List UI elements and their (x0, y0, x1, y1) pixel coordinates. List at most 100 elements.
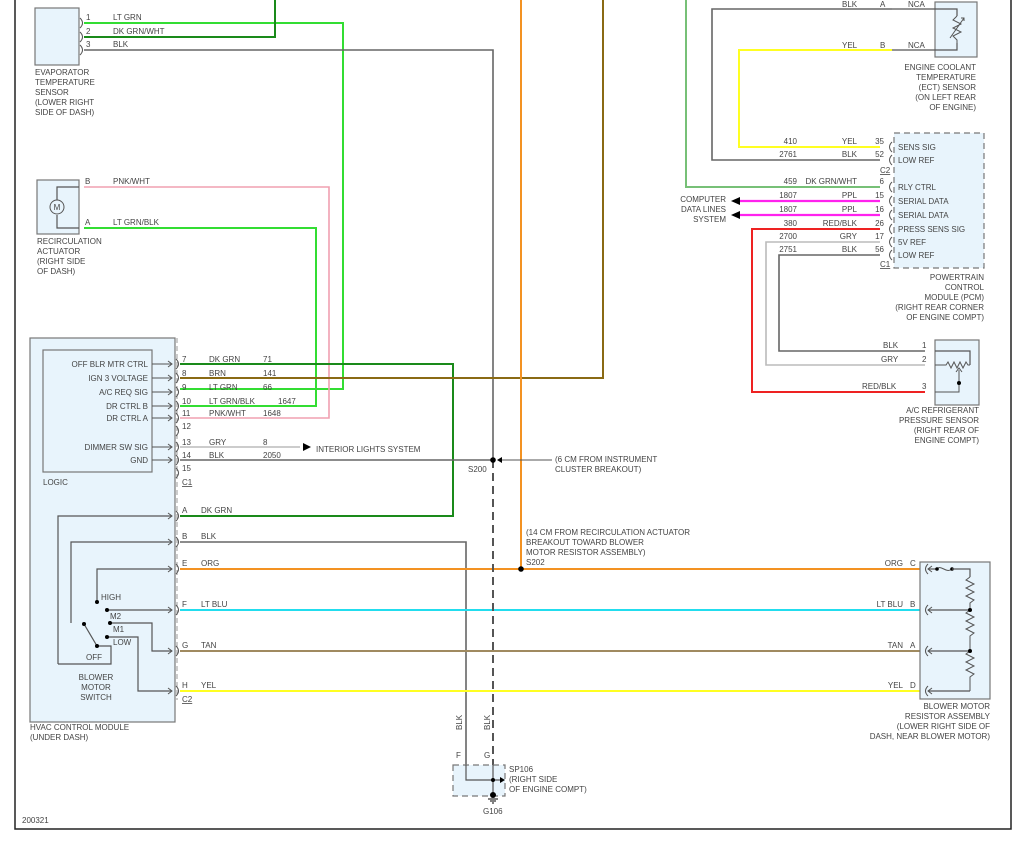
ect-label-2: (ECT) SENSOR (919, 83, 977, 92)
switch-label-1: MOTOR (81, 683, 111, 692)
ground-splice-sp106[interactable]: BLK BLK F G SP106 (RIGHT SIDE OF ENGINE … (452, 714, 587, 816)
diagram-frame (14, 0, 1012, 830)
connector-icon (889, 236, 893, 248)
connector-icon (889, 195, 893, 207)
arrow-left-icon (731, 211, 740, 219)
pcm-label-4: OF ENGINE COMPT) (906, 313, 984, 322)
arrow-icon (152, 443, 173, 451)
diagram-id: 200321 (22, 816, 49, 825)
wire-pcm-56-blk[interactable] (778, 254, 925, 352)
s202-note-1: BREAKOUT TOWARD BLOWER (526, 538, 644, 547)
c1-circuit: 66 (263, 383, 272, 392)
wire-ect-a-blk[interactable] (711, 8, 892, 161)
wire-evap-3-blk[interactable] (84, 49, 494, 459)
connector-icon (175, 467, 179, 479)
c1-color: GRY (209, 438, 227, 447)
pcm-signal: LOW REF (898, 156, 935, 165)
c1-pin: 15 (182, 464, 191, 473)
wire-c2-b-blk[interactable] (180, 541, 467, 765)
ect-sensor[interactable]: BLK A NCA YEL B NCA ENGINE COOLANT TEMPE… (842, 0, 978, 112)
wire-recirc-b-pnk-wht[interactable] (84, 186, 330, 419)
interior-lights-reference[interactable]: INTERIOR LIGHTS SYSTEM (303, 443, 421, 454)
potentiometer-icon (935, 360, 970, 393)
c2-color: LT BLU (201, 600, 228, 609)
wire-ect-b-yel[interactable] (738, 49, 892, 148)
evap-pin-color: LT GRN (113, 13, 142, 22)
pcm-signal: RLY CTRL (898, 183, 936, 192)
wire-recirc-a-lt-grn-blk[interactable] (84, 227, 317, 407)
ac-label-0: A/C REFRIGERANT (906, 406, 979, 415)
c1-pin: 11 (182, 409, 191, 418)
motor-icon (49, 199, 65, 215)
cdl-label-1: DATA LINES (681, 205, 726, 214)
ac-refrigerant-pressure-sensor[interactable]: BLK 1 GRY 2 RED/BLK 3 A/C REFRIGERANT PR… (862, 339, 980, 445)
c1-circuit: 1648 (263, 409, 281, 418)
pcm-circuit: 1807 (779, 205, 797, 214)
blower-motor-switch[interactable]: HIGH M2 M1 LOW OFF BLOWER MOTOR SWITCH (57, 515, 172, 702)
c2-pin: B (182, 532, 187, 541)
splice-s202[interactable]: (14 CM FROM RECIRCULATION ACTUATOR BREAK… (518, 528, 690, 572)
ac-pin-1-color: BLK (883, 341, 899, 350)
c1-pin: 12 (182, 422, 191, 431)
wire-c1-7-dk-grn[interactable] (180, 363, 454, 517)
c1-color: PNK/WHT (209, 409, 246, 418)
hvac-c1-row[interactable]: 15 (175, 464, 191, 479)
blower-label-3: DASH, NEAR BLOWER MOTOR) (870, 732, 991, 741)
recirc-label-2: (RIGHT SIDE (37, 257, 85, 266)
wire-evap-1-lt-grn[interactable] (84, 22, 344, 390)
wire-pcm-17-gry[interactable] (765, 241, 925, 366)
wire-pcm-6-dk-grn-wht[interactable] (685, 0, 880, 188)
connector-icon (175, 372, 179, 384)
wire-evap-2-dk-grn-wht[interactable] (84, 0, 276, 38)
ect-label-1: TEMPERATURE (916, 73, 976, 82)
hvac-c1-row[interactable]: 12 (175, 422, 191, 437)
connector-icon (175, 454, 179, 466)
switch-pos-off: OFF (86, 653, 102, 662)
c1-color: LT GRN (209, 383, 238, 392)
hvac-c1-row[interactable]: DR CTRL A 11 PNK/WHT 1648 (107, 409, 282, 424)
recirculation-actuator[interactable]: M B PNK/WHT A LT GRN/BLK RECIRCULATION A… (36, 177, 160, 276)
c1-pin: 7 (182, 355, 187, 364)
c1-signal: DR CTRL A (107, 414, 149, 423)
pcm-circuit: 2751 (779, 245, 797, 254)
wire-c1-8-brn[interactable] (180, 0, 604, 379)
hvac-label-1: (UNDER DASH) (30, 733, 89, 742)
splice-s200[interactable]: S200 (6 CM FROM INSTRUMENT CLUSTER BREAK… (468, 455, 657, 474)
evap-label-2: SENSOR (35, 88, 69, 97)
sp106-label-2: OF ENGINE COMPT) (509, 785, 587, 794)
pcm-pin: 6 (880, 177, 885, 186)
evap-label-3: (LOWER RIGHT (35, 98, 94, 107)
pcm-label-2: MODULE (PCM) (924, 293, 984, 302)
recirc-pin-b-color: PNK/WHT (113, 177, 150, 186)
c2-color: YEL (201, 681, 217, 690)
pcm-circuit: 2700 (779, 232, 797, 241)
wire-pcm-26-red-blk[interactable] (751, 228, 925, 393)
blower-label-0: BLOWER MOTOR (923, 702, 990, 711)
pcm-signal: 5V REF (898, 238, 926, 247)
arrow-icon (152, 414, 173, 422)
pcm-color: PPL (842, 205, 858, 214)
computer-data-lines-reference[interactable]: COMPUTER DATA LINES SYSTEM (680, 195, 740, 224)
pcm-signal: SENS SIG (898, 143, 936, 152)
ac-label-2: (RIGHT REAR OF (914, 426, 979, 435)
